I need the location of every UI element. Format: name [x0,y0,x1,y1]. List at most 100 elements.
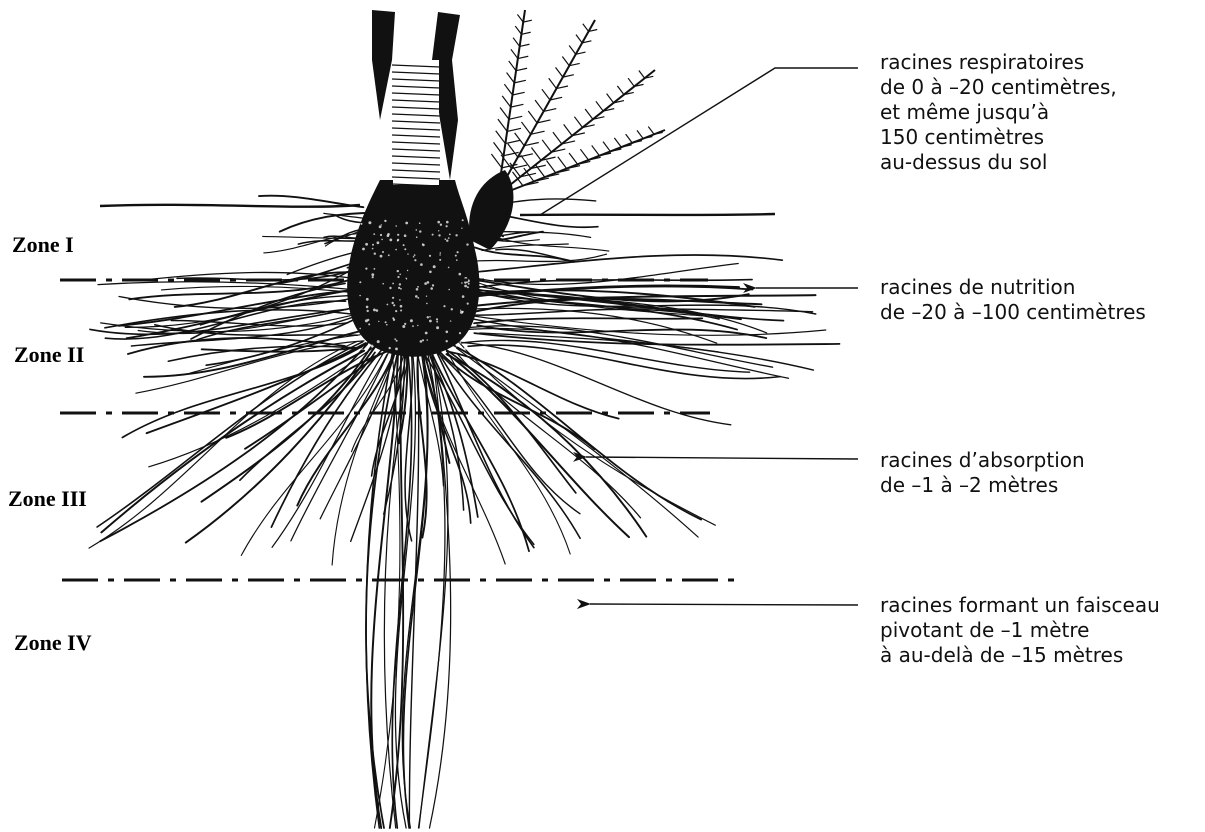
trunk-texture [446,240,448,242]
trunk-texture [460,311,463,314]
trunk-texture [413,256,415,258]
trunk-texture [367,310,369,312]
frond-leaflet [564,124,572,135]
trunk-texture [468,283,470,285]
trunk-texture [417,297,419,299]
trunk-texture [440,224,442,226]
trunk-texture [446,221,449,224]
annotation-line: 150 centimètres [880,125,1117,150]
trunk-texture [462,219,464,221]
trunk-texture [372,244,374,246]
trunk-texture [464,285,467,288]
trunk-texture [433,265,436,268]
trunk-texture [415,295,418,298]
trunk-texture [436,326,439,329]
trunk-texture [414,259,416,261]
zone-label-1: Zone I [12,232,74,258]
trunk-texture [376,309,379,312]
trunk-texture [372,276,374,278]
trunk-texture [461,228,462,229]
trunk-texture [392,317,394,319]
trunk-texture [365,268,367,270]
trunk-texture [466,281,468,283]
trunk-texture [420,263,423,266]
trunk-texture [448,267,450,269]
frond-leaflet [496,131,506,144]
trunk-texture [378,321,379,322]
ground-line-right [520,214,775,215]
trunk-texture [402,325,405,328]
frond-leaflet [603,142,610,152]
trunk-texture [427,281,430,284]
frond-leaflet [596,101,603,111]
trunk-texture [395,310,397,312]
trunk-texture [410,319,413,322]
frond-leaflet [535,100,543,111]
trunk-texture [422,339,424,341]
annotation-taproot-bundle: racines formant un faisceau pivotant de … [880,593,1160,668]
frond-leaflet [542,140,551,152]
absorption-root [431,340,534,547]
trunk-texture [392,302,394,304]
trunk-texture [359,295,361,297]
trunk-texture [394,338,396,340]
trunk-texture [368,323,370,325]
trunk-texture [467,286,469,288]
frond-leaflet [553,132,562,144]
frond-leaflet [498,119,507,131]
annotation-line: à au-delà de –15 mètres [880,643,1160,668]
annotation-line: racines formant un faisceau [880,593,1160,618]
trunk-texture [429,255,431,257]
frond-leaflet [580,149,588,160]
trunk-texture [404,234,407,237]
trunk-texture [417,325,418,326]
trunk-texture [405,222,408,225]
frond-leaflet [583,24,589,32]
trunk-stem-left [372,10,395,180]
trunk-texture [382,251,384,253]
frond-leaflet [558,157,567,169]
trunk-texture [429,271,432,274]
trunk-texture [432,284,434,286]
trunk-texture [443,305,445,307]
annotation-nutrition-roots: racines de nutrition de –20 à –100 centi… [880,275,1146,325]
trunk-texture [380,234,382,236]
trunk-texture [393,304,395,306]
annotation-line: de 0 à –20 centimètres, [880,75,1117,100]
trunk-texture [446,331,449,334]
trunk-texture [455,255,457,257]
trunk-texture [464,347,467,350]
trunk-texture [373,309,376,312]
trunk-texture [392,283,394,285]
frond-leaflet [513,38,520,47]
trunk-texture [437,221,440,224]
frond-leaflet [562,56,569,65]
trunk-texture [461,282,463,284]
pointer-taproot [590,604,858,605]
absorption-root [447,351,619,418]
annotation-line: et même jusqu’à [880,100,1117,125]
absorption-root [122,341,370,437]
trunk-texture [395,225,397,227]
trunk-texture [429,320,432,323]
trunk-texture [366,306,369,309]
frond-leaflet [500,107,509,119]
trunk-texture [400,305,403,308]
frond-leaflet [491,154,501,168]
frond-leaflet [516,68,527,70]
frond-leaflet [505,140,519,143]
trunk-texture [417,286,419,288]
trunk-texture [374,268,376,270]
trunk-texture [373,233,375,235]
frond-leaflet [617,86,624,95]
trunk-texture [361,223,363,225]
zone-label-2: Zone II [14,342,84,368]
nutrition-root [474,318,702,323]
trunk-texture [448,237,450,239]
frond-leaflet [556,67,563,77]
frond-leaflet [542,89,550,100]
trunk-texture [440,252,442,254]
frond-leaflet [523,20,532,22]
trunk-texture [429,316,431,318]
trunk-texture [389,347,391,349]
